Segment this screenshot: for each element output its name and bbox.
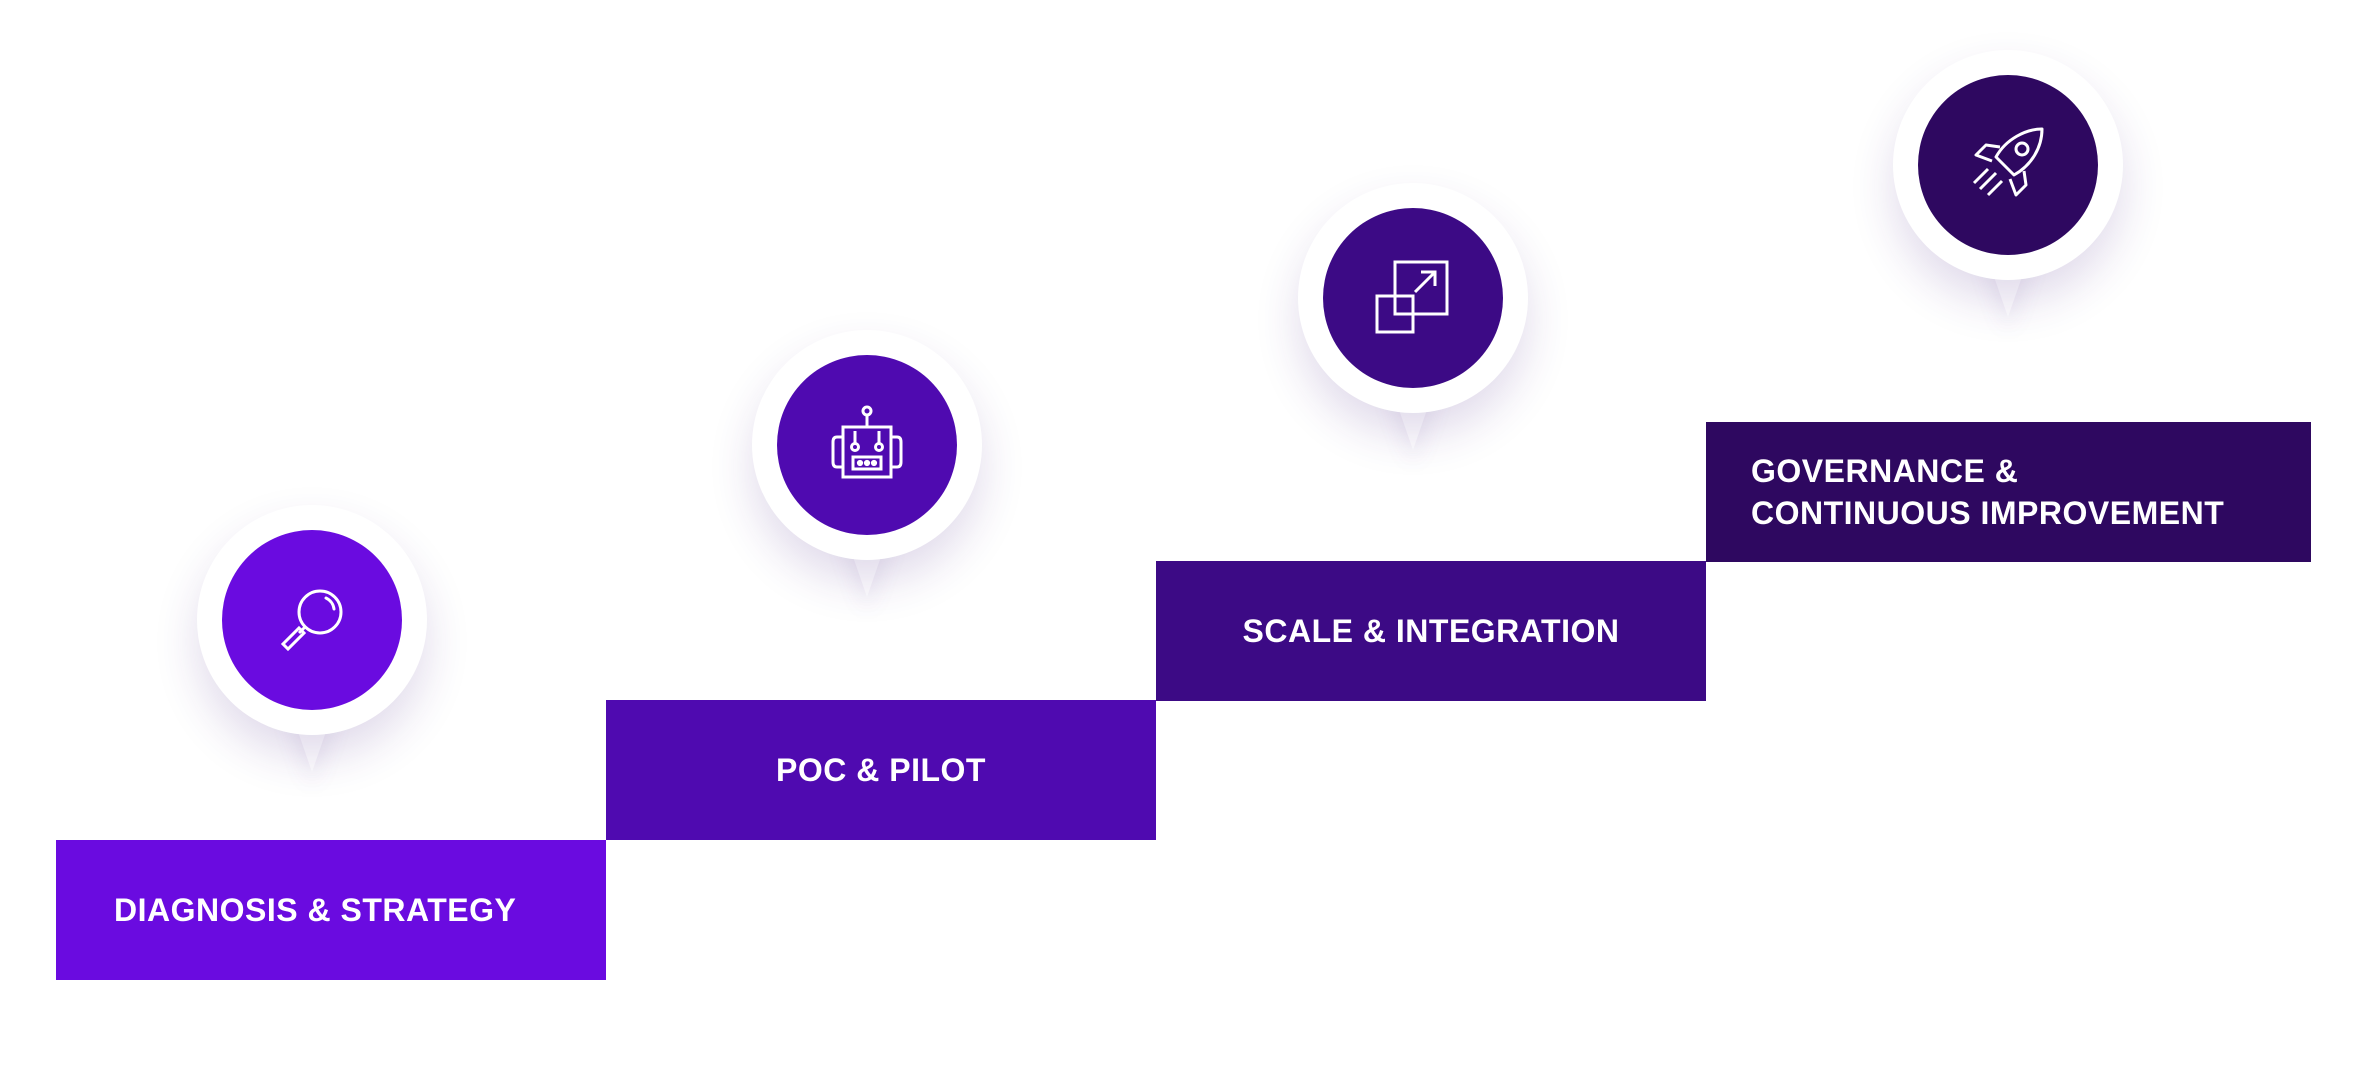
magnifying-glass-icon xyxy=(280,589,343,652)
pin-governance-improvement xyxy=(1893,50,2123,350)
pin-diagnosis-strategy xyxy=(197,505,427,805)
step-scale-integration: SCALE & INTEGRATION xyxy=(1156,561,1706,701)
step-poc-pilot: POC & PILOT xyxy=(606,700,1156,840)
step-diagnosis-strategy: DIAGNOSIS & STRATEGY xyxy=(56,840,606,980)
pin-inner-circle xyxy=(222,530,402,710)
step-label-line-2: CONTINUOUS IMPROVEMENT xyxy=(1751,495,2225,531)
pin-scale-integration xyxy=(1298,183,1528,483)
robot-icon xyxy=(831,405,903,479)
step-label: POC & PILOT xyxy=(776,751,986,788)
expand-squares-icon xyxy=(1375,260,1449,334)
pin-inner-circle xyxy=(1918,75,2098,255)
step-label: DIAGNOSIS & STRATEGY xyxy=(114,891,517,928)
step-governance-improvement: GOVERNANCE & CONTINUOUS IMPROVEMENT xyxy=(1706,422,2311,562)
step-label-line-1: GOVERNANCE & xyxy=(1751,453,2019,489)
pin-inner-circle xyxy=(1323,208,1503,388)
step-label: SCALE & INTEGRATION xyxy=(1242,612,1620,649)
rocket-icon xyxy=(1972,127,2044,197)
pin-inner-circle xyxy=(777,355,957,535)
pin-poc-pilot xyxy=(752,330,982,630)
